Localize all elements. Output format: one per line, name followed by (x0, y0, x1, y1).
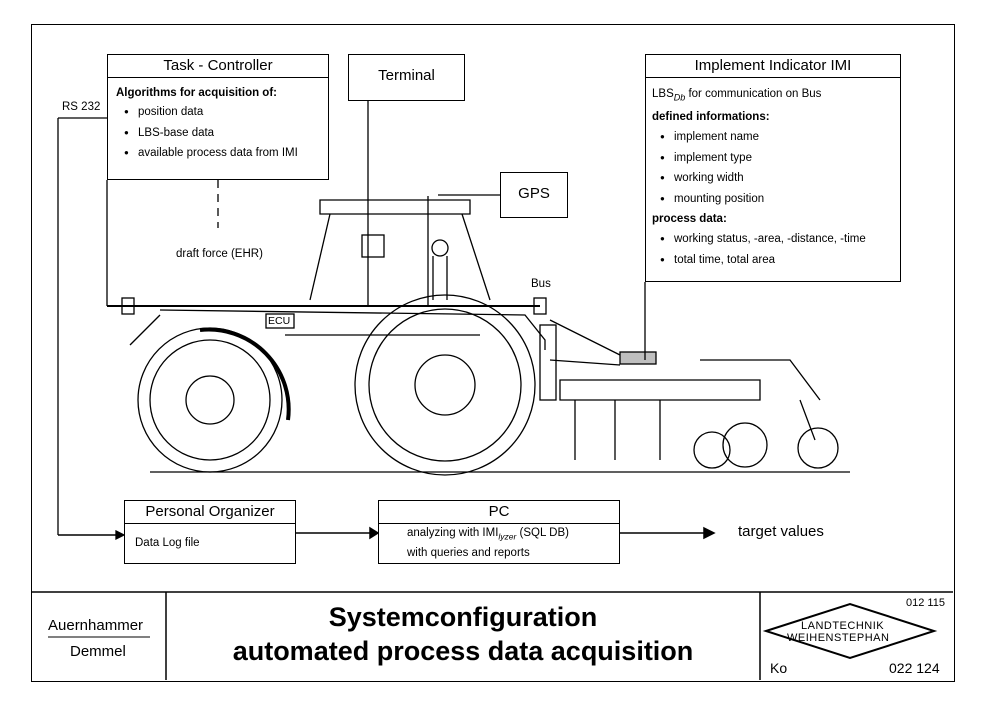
rs232-label: RS 232 (62, 101, 101, 113)
imi-lbs-line: LBSDb for communication on Bus (652, 88, 822, 103)
imi-defined-item: working width (652, 168, 894, 189)
draft-force-label: draft force (EHR) (176, 248, 263, 260)
drawing-frame (31, 24, 955, 682)
task-item-lbs: LBS-base data (116, 123, 320, 144)
gps-box: GPS (500, 172, 568, 218)
ref-top: 012 115 (906, 597, 945, 609)
imi-process-heading: process data: (652, 213, 727, 226)
logo-line-1: LANDTECHNIK (801, 620, 885, 632)
pc-queries-line: with queries and reports (407, 547, 530, 559)
personal-organizer-box: Personal Organizer Data Log file (124, 500, 296, 564)
title-line-2: automated process data acquisition (232, 636, 694, 666)
data-log-file-text: Data Log file (135, 537, 200, 549)
title-line-1: Systemconfiguration (328, 602, 598, 632)
terminal-box: Terminal (348, 54, 465, 101)
pc-title: PC (379, 501, 619, 524)
target-values-label: target values (738, 523, 824, 540)
imi-defined-item: mounting position (652, 189, 894, 210)
author-auernhammer: Auernhammer (48, 617, 144, 634)
bus-label: Bus (531, 278, 551, 290)
ref-bottom: 022 124 (889, 660, 940, 676)
imi-defined-heading: defined informations: (652, 111, 770, 124)
ecu-label: ECU (268, 315, 291, 327)
imi-title: Implement Indicator IMI (646, 55, 900, 78)
pc-box: PC analyzing with IMIlyzer (SQL DB) with… (378, 500, 620, 564)
page-title: Systemconfiguration automated process da… (166, 600, 760, 668)
imi-box: Implement Indicator IMI LBSDb for commun… (645, 54, 901, 282)
imi-process-item: total time, total area (652, 250, 894, 271)
gps-title: GPS (518, 185, 550, 202)
task-controller-box: Task - Controller Algorithms for acquisi… (107, 54, 329, 180)
terminal-title: Terminal (378, 67, 435, 84)
task-controller-heading: Algorithms for acquisition of: (116, 87, 277, 99)
author-demmel: Demmel (70, 643, 126, 660)
task-item-position: position data (116, 102, 320, 123)
task-item-process: available process data from IMI (116, 143, 320, 164)
personal-organizer-title: Personal Organizer (125, 501, 295, 524)
landtechnik-logo (762, 602, 938, 660)
pc-analyzing-line: analyzing with IMIlyzer (SQL DB) (407, 527, 569, 542)
initials: Ko (770, 660, 788, 676)
imi-process-item: working status, -area, -distance, -time (652, 229, 894, 250)
imi-defined-item: implement name (652, 127, 894, 148)
imi-defined-item: implement type (652, 148, 894, 169)
task-controller-title: Task - Controller (108, 55, 328, 78)
logo-line-2: WEIHENSTEPHAN (787, 632, 890, 644)
